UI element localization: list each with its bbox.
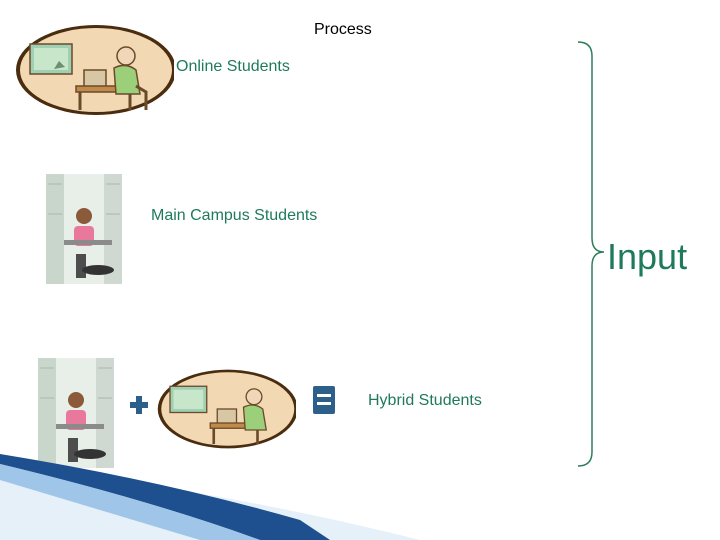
online-students-label: Online Students	[176, 58, 290, 76]
input-brace	[578, 38, 608, 470]
diagram-title: Process	[314, 21, 372, 39]
main-campus-students-label: Main Campus Students	[151, 207, 317, 225]
plus-icon	[128, 394, 150, 416]
decorative-swoosh	[0, 440, 460, 540]
input-label: Input	[607, 236, 687, 278]
online-student-clipart	[14, 24, 174, 116]
main-campus-student-photo	[46, 174, 122, 284]
hybrid-students-label: Hybrid Students	[368, 392, 482, 410]
equals-icon	[313, 386, 335, 414]
